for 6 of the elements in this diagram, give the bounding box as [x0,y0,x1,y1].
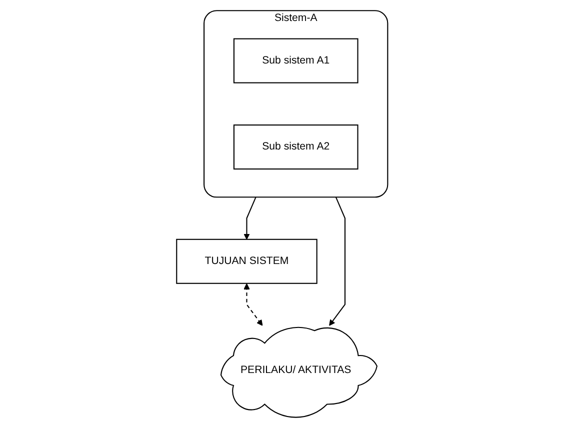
arrow [244,283,264,326]
node-box: TUJUAN SISTEM [176,238,318,284]
node-box: Sub sistem A2 [234,124,359,170]
arrow [244,196,257,240]
arrow [329,196,346,326]
node-box: Sub sistem A1 [234,38,359,84]
